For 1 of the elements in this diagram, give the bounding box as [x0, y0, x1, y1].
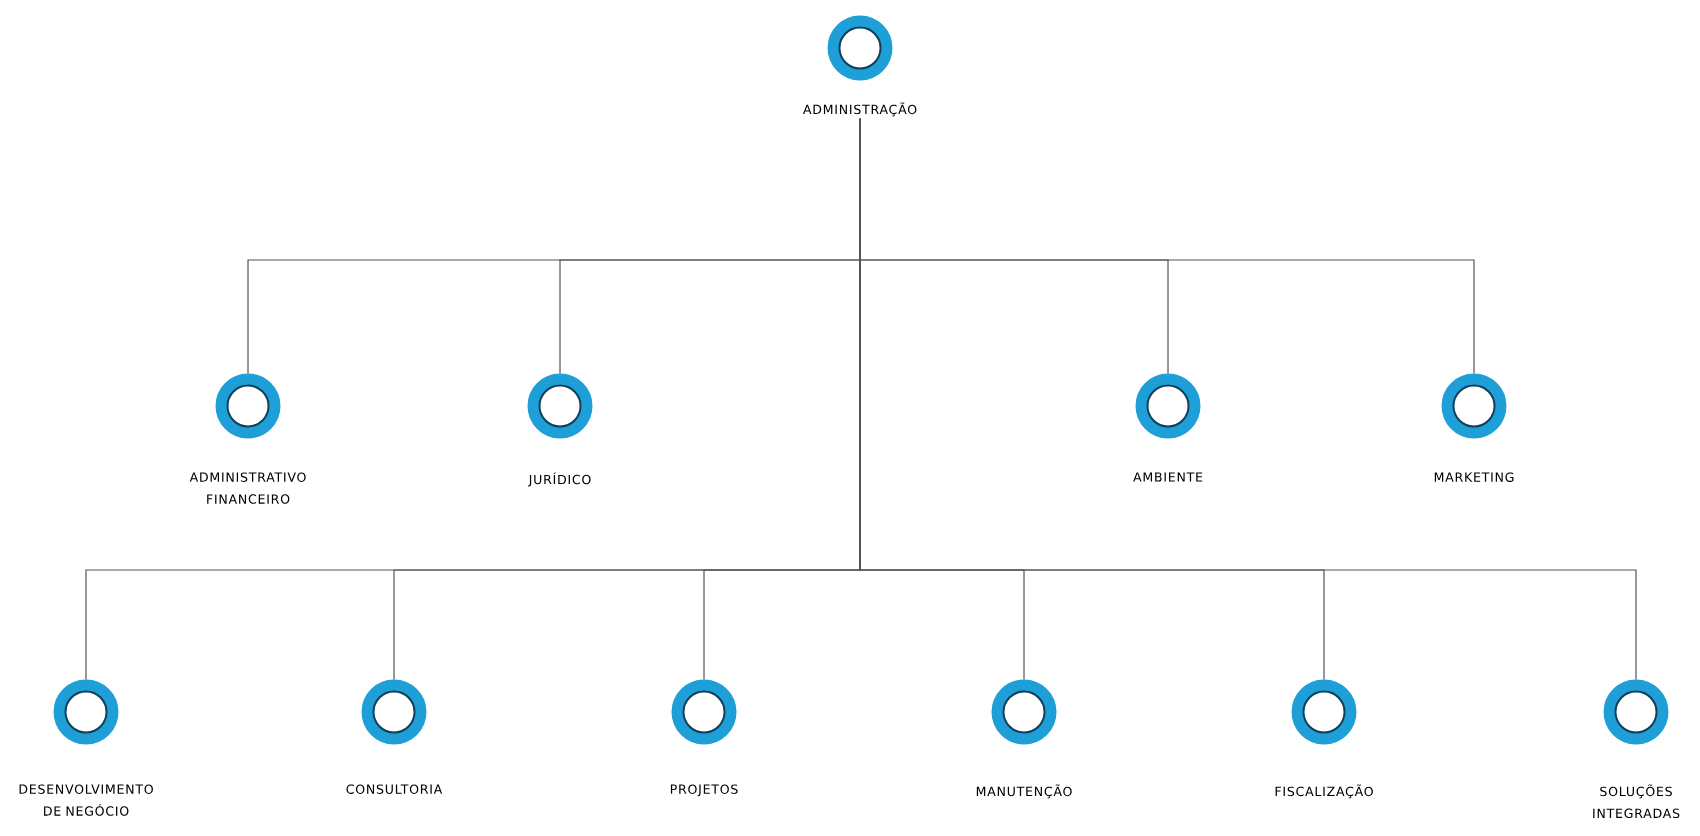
connector-line: [859, 118, 1637, 681]
